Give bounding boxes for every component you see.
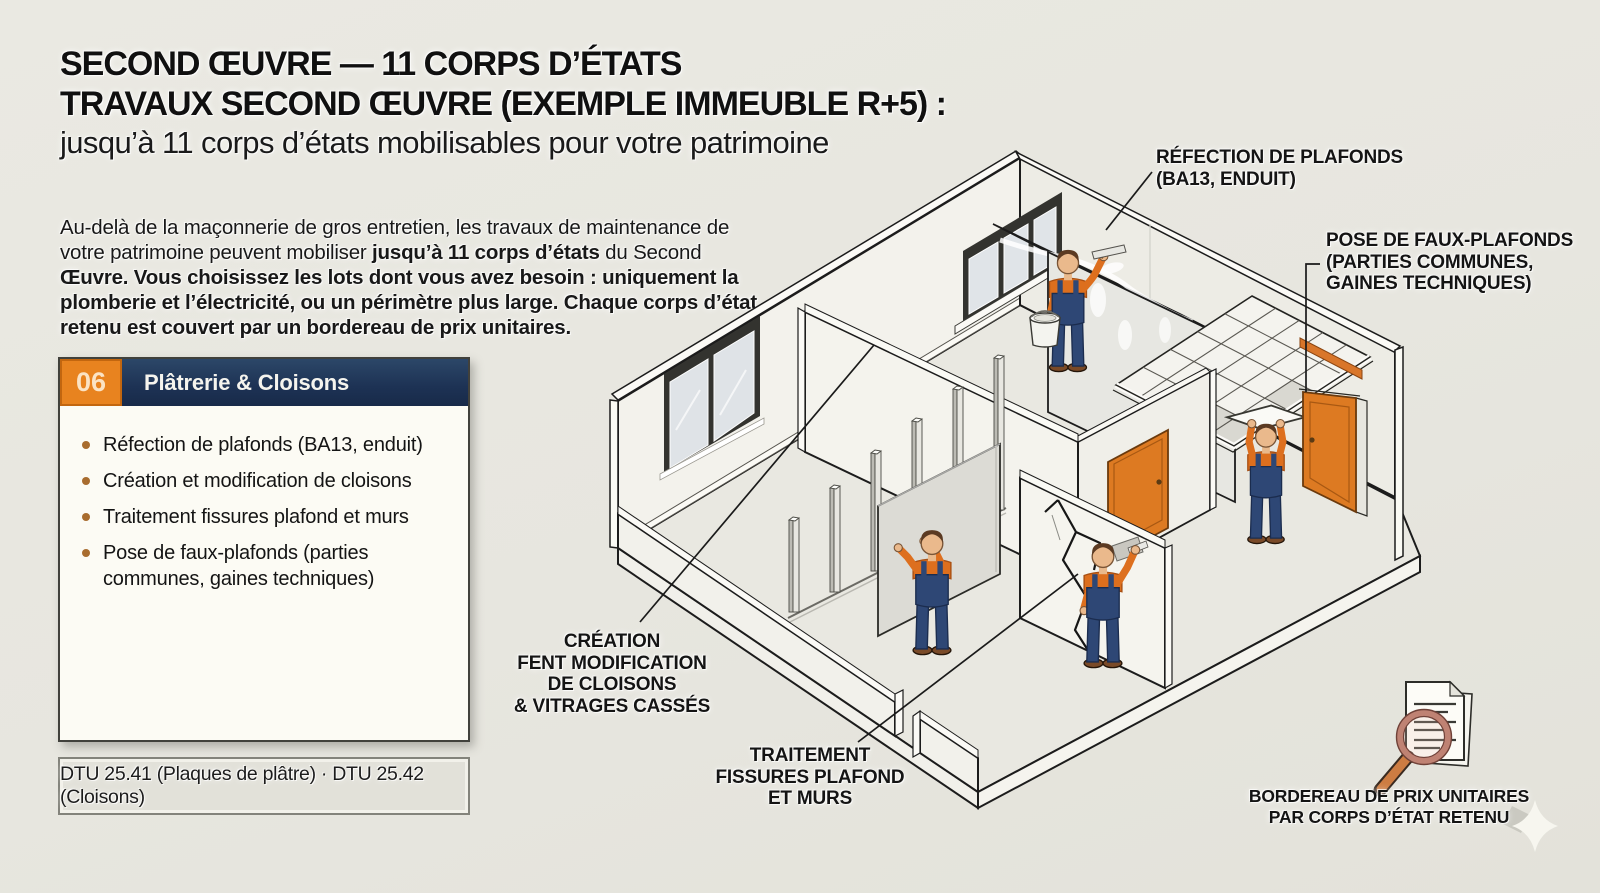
window	[659, 316, 765, 481]
lot-items-list: Réfection de plafonds (BA13, enduit) Cré…	[60, 406, 468, 592]
list-item: Traitement fissures plafond et murs	[82, 504, 452, 530]
intro-text: Au-delà de la maçonnerie de gros entreti…	[60, 215, 730, 264]
taping-knife	[1091, 244, 1127, 260]
page-subtitle: jusqu’à 11 corps d’états mobilisables po…	[60, 125, 829, 160]
orange-rail	[1299, 337, 1363, 380]
lot-card-header: 06 Plâtrerie & Cloisons	[60, 359, 468, 406]
intro-bold-1: jusqu’à 11 corps d’états	[372, 240, 600, 264]
page-title-line2: TRAVAUX SECOND ŒUVRE (EXEMPLE IMMEUBLE R…	[60, 85, 947, 123]
label-traitement-fissures: TRAITEMENT FISSURES PLAFOND ET MURS	[715, 745, 905, 809]
leader-line	[857, 573, 1079, 743]
front-low-wall	[617, 505, 979, 794]
list-item: Pose de faux-plafonds (parties communes,…	[82, 540, 452, 592]
label-bordereau-prix: BORDEREAU DE PRIX UNITAIRES PAR CORPS D’…	[1248, 786, 1530, 827]
label-pose-faux-plafonds: POSE DE FAUX-PLAFONDS (PARTIES COMMUNES,…	[1326, 230, 1574, 294]
door	[1298, 388, 1368, 517]
leader-line	[1105, 171, 1153, 231]
lot-card-title: Plâtrerie & Cloisons	[122, 359, 468, 406]
leader-line	[639, 344, 875, 623]
building-illustration	[609, 150, 1558, 852]
worker-crack-repairer	[1079, 543, 1141, 669]
worker-partition-builder	[893, 530, 952, 656]
bullet-icon	[82, 441, 90, 449]
lot-number-badge: 06	[60, 359, 122, 406]
bullet-icon	[82, 549, 90, 557]
bullet-icon	[82, 513, 90, 521]
leader-lines	[639, 171, 1320, 743]
sparkle-icon	[1512, 800, 1558, 852]
list-item-label: Traitement fissures plafond et murs	[103, 506, 409, 528]
lot-card: 06 Plâtrerie & Cloisons Réfection de pla…	[58, 357, 470, 742]
label-refection-plafonds: RÉFECTION DE PLAFONDS (BA13, ENDUIT)	[1156, 147, 1404, 190]
bullet-icon	[82, 477, 90, 485]
list-item-label: Pose de faux-plafonds (parties communes,…	[103, 542, 375, 590]
list-item-label: Création et modification de cloisons	[103, 470, 412, 492]
magnifier-document-icon	[1373, 680, 1558, 852]
list-item: Réfection de plafonds (BA13, enduit)	[82, 432, 452, 458]
dtu-reference-text: DTU 25.41 (Plaques de plâtre) · DTU 25.4…	[60, 763, 424, 808]
header-block: SECOND ŒUVRE — 11 CORPS D’ÉTATS TRAVAUX …	[60, 44, 947, 162]
interior-partition-wall	[797, 303, 1079, 584]
paint-bucket	[1029, 310, 1061, 348]
list-item-label: Réfection de plafonds (BA13, enduit)	[103, 434, 423, 456]
intro-bold-2: Œuvre. Vous choisissez les lots dont vou…	[60, 265, 757, 339]
dtu-reference-box: DTU 25.41 (Plaques de plâtre) · DTU 25.4…	[58, 757, 470, 815]
plaster-patch	[1111, 536, 1144, 562]
intro-text-2: du Second	[599, 240, 702, 264]
intro-paragraph: Au-delà de la maçonnerie de gros entreti…	[60, 215, 760, 340]
leader-line	[1305, 263, 1320, 392]
label-creation-cloisons: CRÉATION FENT MODIFICATION DE CLOISONS &…	[513, 631, 711, 717]
page-title-line1: SECOND ŒUVRE — 11 CORPS D’ÉTATS	[60, 45, 682, 83]
list-item: Création et modification de cloisons	[82, 468, 452, 494]
